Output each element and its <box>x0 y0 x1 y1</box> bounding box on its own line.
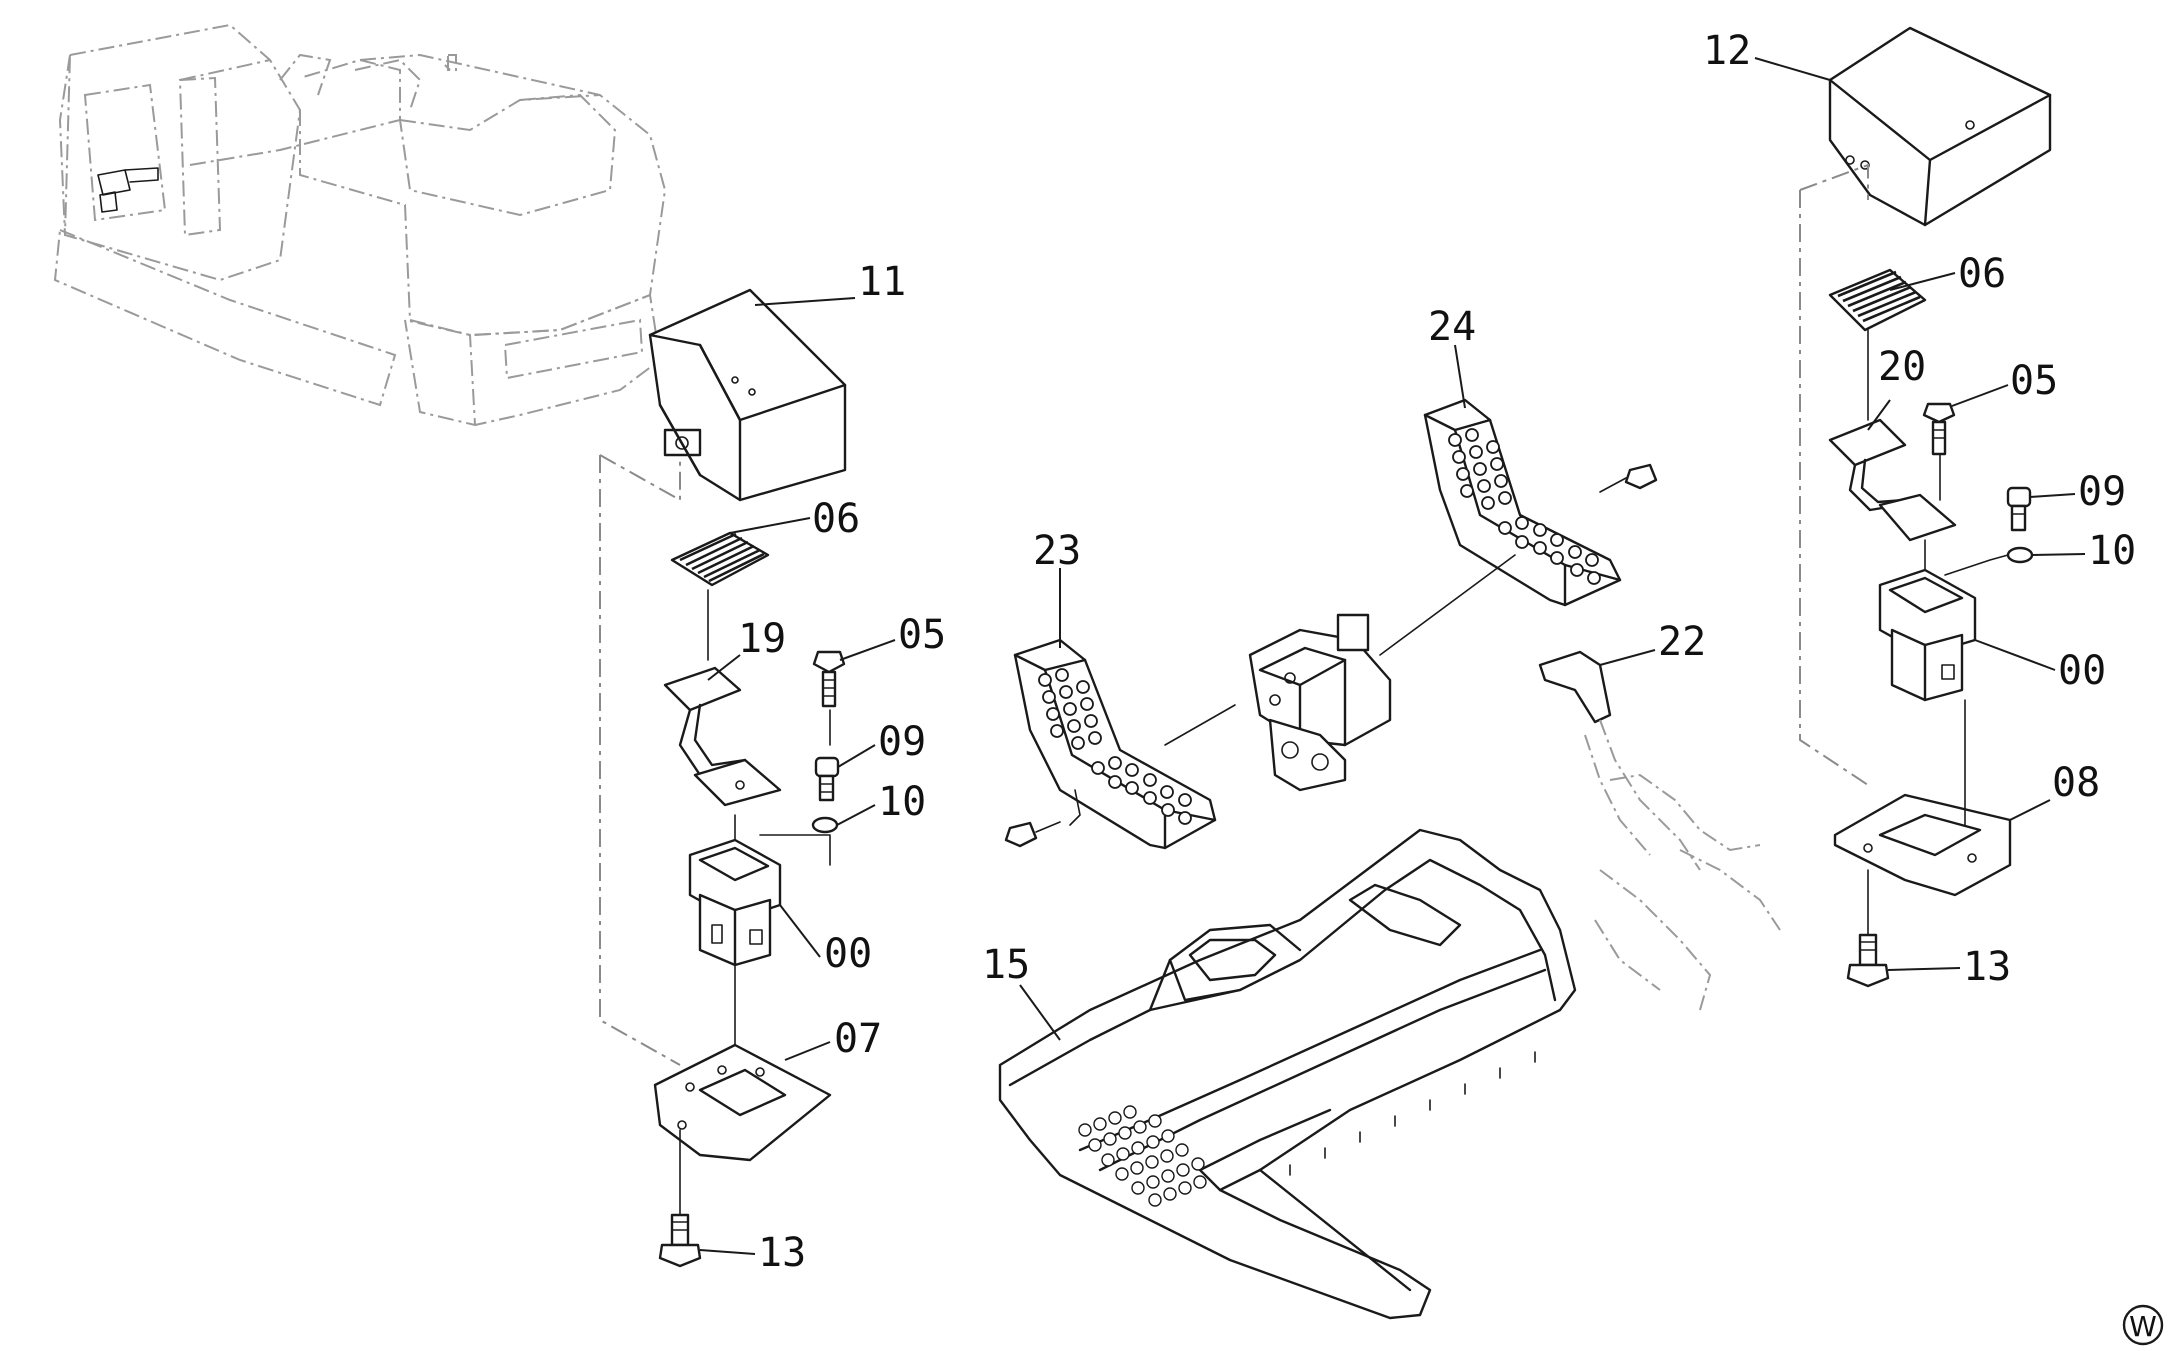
bracket-20 <box>1828 418 1907 467</box>
bolt-13a <box>658 1213 702 1268</box>
callout-06-right: 06 <box>1958 251 2006 297</box>
mat-dot-grid <box>1078 1105 1207 1207</box>
excavator-overview <box>53 23 667 427</box>
bolt-05a <box>812 650 846 708</box>
screw-09a <box>814 756 840 802</box>
floor-mat-15 <box>998 828 1577 1320</box>
callout-09-right: 09 <box>2078 469 2126 515</box>
callout-13-right: 13 <box>1963 944 2011 990</box>
switch-00b <box>1878 568 1977 702</box>
pedal-23-dots <box>1038 668 1192 825</box>
washer-10a <box>811 816 839 834</box>
callout-leaders <box>699 57 2086 1255</box>
bolt-pedal-23 <box>1004 821 1061 848</box>
switch-00a <box>688 838 782 967</box>
callout-23: 23 <box>1033 528 1081 574</box>
bolt-13b <box>1846 933 1890 988</box>
corner-mark: W <box>2122 1304 2164 1346</box>
callout-11: 11 <box>858 259 906 305</box>
bracket-19 <box>663 666 742 712</box>
callout-10-right: 10 <box>2088 528 2136 574</box>
callout-22: 22 <box>1658 619 1706 665</box>
callout-15: 15 <box>982 942 1030 988</box>
screw-09b <box>2006 486 2032 532</box>
callout-09-left: 09 <box>878 719 926 765</box>
callout-07: 07 <box>834 1016 882 1062</box>
callout-06-left: 06 <box>812 496 860 542</box>
callout-05-right: 05 <box>2010 358 2058 404</box>
cover-12 <box>1828 26 2052 227</box>
washer-10b <box>2006 546 2034 564</box>
callout-08: 08 <box>2052 760 2100 806</box>
travel-pedal-23 <box>1004 638 1217 850</box>
left-pedal-assembly <box>599 288 847 1268</box>
callout-00-right: 00 <box>2058 648 2106 694</box>
lever-22 <box>1538 650 1781 1011</box>
callout-10-left: 10 <box>878 779 926 825</box>
travel-pedal-24 <box>1423 398 1658 607</box>
callout-13-left: 13 <box>758 1230 806 1276</box>
corner-mark-letter: W <box>2129 1310 2157 1343</box>
right-pedal-assembly <box>1799 26 2052 988</box>
callout-00-left: 00 <box>824 931 872 977</box>
callout-19: 19 <box>738 616 786 662</box>
plate-07 <box>653 1043 832 1162</box>
callout-05-left: 05 <box>898 612 946 658</box>
grip-pad-06a <box>670 531 770 587</box>
pilot-valve <box>1164 554 1516 792</box>
bolt-pedal-24 <box>1599 463 1658 493</box>
callout-24: 24 <box>1428 304 1476 350</box>
pedal-24-dots <box>1448 428 1601 585</box>
callout-20: 20 <box>1878 344 1926 390</box>
callout-12: 12 <box>1703 28 1751 74</box>
callout-labels: 11 12 06 06 19 20 05 05 09 09 10 10 00 0… <box>738 28 2136 1276</box>
plate-08 <box>1833 793 2012 897</box>
bolt-05b <box>1922 402 1956 456</box>
